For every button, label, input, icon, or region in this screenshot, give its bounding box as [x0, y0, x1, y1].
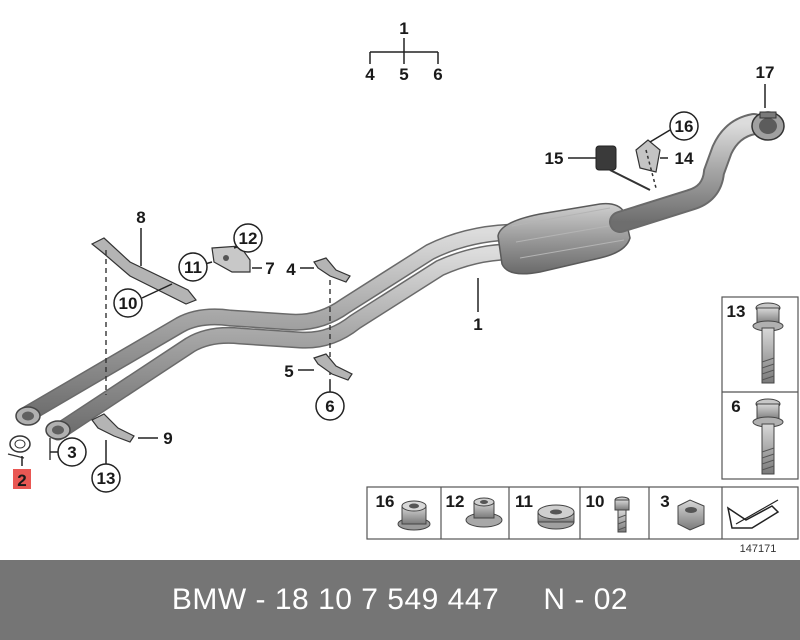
front-lower-hanger: 9 13: [91, 413, 173, 493]
gasket-and-flange: 2 3: [7, 435, 87, 490]
side-bolt-13-label: 13: [727, 302, 746, 321]
callout-6: 6: [325, 397, 334, 416]
part-number-footer: BMW - 18 10 7 549 447 N - 02: [0, 560, 800, 640]
bolt-6-icon: [752, 398, 784, 475]
callout-8: 8: [136, 208, 145, 227]
collar-nut-12-icon: [465, 497, 503, 528]
side-parts-panel: 13 6: [721, 296, 799, 480]
highlight-part-2: [13, 469, 31, 489]
front-flange-right: [45, 420, 71, 440]
screw-10-icon: [614, 496, 630, 533]
callout-17: 17: [756, 63, 775, 82]
callout-5-top: 5: [399, 65, 408, 84]
callout-14: 14: [675, 149, 694, 168]
front-flange-left: [15, 406, 41, 426]
part-3-label: 3: [660, 492, 669, 511]
callout-15: 15: [545, 149, 564, 168]
callout-11: 11: [184, 258, 202, 277]
callout-5: 5: [284, 362, 293, 381]
middle-hangers: 4 5 6: [284, 257, 353, 421]
bolt-13-icon: [752, 302, 784, 384]
bushing-11-icon: [537, 504, 575, 530]
part-11-label: 11: [515, 492, 533, 511]
part-16-label: 16: [376, 492, 395, 511]
callout-4-top: 4: [365, 65, 375, 84]
flange-nut-16-icon: [397, 500, 431, 531]
hex-nut-3-icon: [677, 499, 705, 531]
rear-hanger: 15 14 16: [545, 111, 699, 191]
callout-7: 7: [265, 259, 274, 278]
callout-1-top: 1: [399, 19, 408, 38]
assembly-tree: 1 4 5 6: [365, 19, 442, 84]
exhaust-diagram: 1 4 5 6 17: [7, 19, 799, 555]
catalytic-converter: [497, 202, 631, 275]
callout-12: 12: [239, 229, 258, 248]
side-bolt-6-label: 6: [731, 397, 740, 416]
callout-3: 3: [67, 443, 76, 462]
bottom-parts-panel: 16 12 11 10 3: [366, 486, 799, 540]
callout-1: 1: [473, 315, 482, 334]
callout-10: 10: [119, 294, 138, 313]
image-number: 147171: [740, 543, 777, 555]
callout-6-top: 6: [433, 65, 442, 84]
direction-arrow-icon: [726, 499, 780, 529]
callout-13: 13: [97, 469, 116, 488]
pipe-clamp: 17: [751, 63, 785, 141]
callout-2: 2: [17, 471, 26, 490]
callout-16: 16: [675, 117, 694, 136]
front-hanger-bracket: 8 11 12 7 10: [90, 208, 275, 395]
part-12-label: 12: [446, 492, 465, 511]
exhaust-pipe-assembly: [15, 113, 765, 441]
callout-4: 4: [286, 260, 296, 279]
part-10-label: 10: [586, 492, 605, 511]
part-number-text: BMW - 18 10 7 549 447 N - 02: [171, 583, 629, 616]
callout-9: 9: [163, 429, 172, 448]
